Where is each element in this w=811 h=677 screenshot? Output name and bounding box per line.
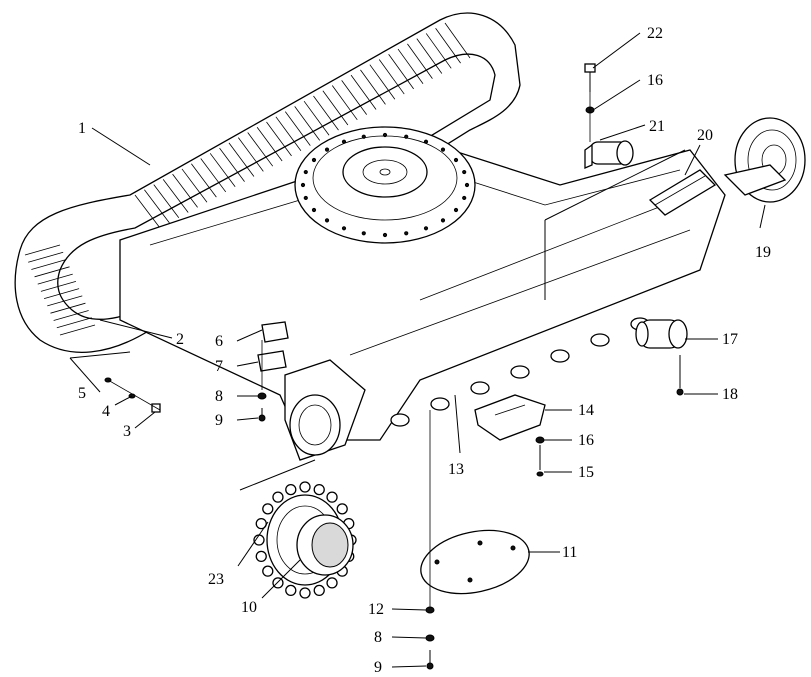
callout-18: 18: [722, 386, 738, 403]
callout-23: 23: [208, 571, 224, 588]
callout-10: 10: [241, 599, 257, 616]
callout-2: 2: [176, 331, 184, 348]
front-idler: [723, 117, 806, 203]
carrier-roller: [584, 140, 634, 169]
shim-plates: [257, 321, 289, 422]
track-roller: [635, 319, 688, 396]
callout-12: 12: [368, 601, 384, 618]
callout-13: 13: [448, 461, 464, 478]
callout-20: 20: [697, 127, 713, 144]
callout-1: 1: [78, 120, 86, 137]
travel-motor: [296, 514, 354, 576]
track-adjuster: [648, 169, 717, 216]
sprocket-boss: [284, 359, 366, 461]
callout-4: 4: [102, 403, 110, 420]
slewing-ring-bolts: [300, 132, 470, 238]
fastener-stack-bottom: [425, 410, 435, 670]
callout-7: 7: [215, 358, 223, 375]
callout-labels: 1 2 3 4 5 6 7 8 9 10 11 12 8 9 13 14 15 …: [78, 25, 771, 676]
callout-17: 17: [722, 331, 738, 348]
callout-21: 21: [649, 118, 665, 135]
callout-5: 5: [78, 385, 86, 402]
callout-6: 6: [215, 333, 223, 350]
callout-9b: 9: [374, 659, 382, 676]
bolt-assembly-left: [104, 377, 161, 413]
callout-14: 14: [578, 402, 594, 419]
callout-15: 15: [578, 464, 594, 481]
bolt-22: [584, 63, 596, 142]
callout-8b: 8: [374, 629, 382, 646]
cover-plate: [420, 529, 530, 595]
callout-19: 19: [755, 244, 771, 261]
callout-22: 22: [647, 25, 663, 42]
callout-16a: 16: [578, 432, 594, 449]
track-shoe-pattern: [24, 22, 471, 336]
callout-3: 3: [123, 423, 131, 440]
callout-11: 11: [562, 544, 577, 561]
callout-16b: 16: [647, 72, 663, 89]
guard-bracket: [474, 394, 546, 477]
leader-lines: [69, 32, 766, 668]
callout-8a: 8: [215, 388, 223, 405]
slewing-ring: [294, 126, 476, 244]
callout-9a: 9: [215, 412, 223, 429]
